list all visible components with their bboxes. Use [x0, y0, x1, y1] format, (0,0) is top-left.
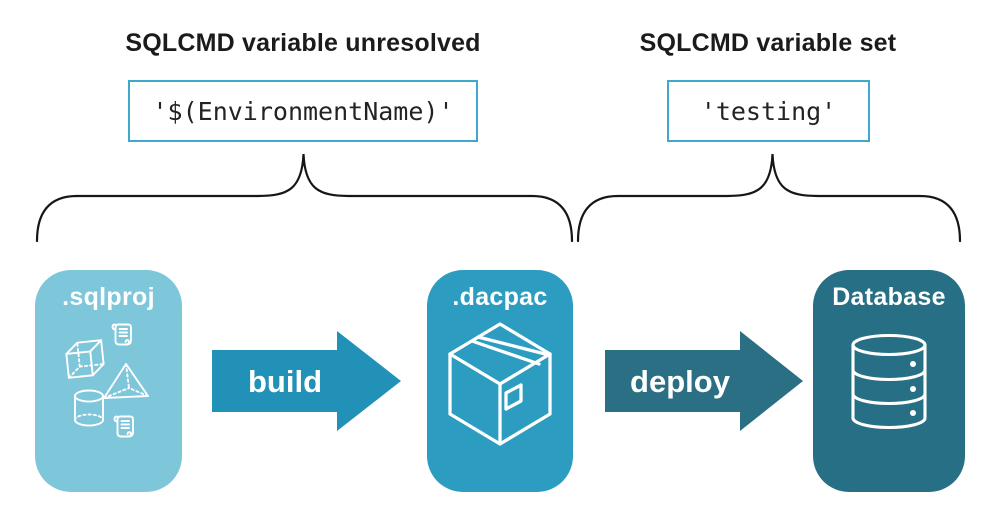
sqlproj-card: .sqlproj — [35, 270, 182, 492]
deploy-arrow — [605, 331, 803, 431]
value-box-set: 'testing' — [667, 80, 870, 142]
sqlcmd-variable-value-text: 'testing' — [700, 96, 837, 126]
sqlcmd-variable-token-text: '$(EnvironmentName)' — [152, 96, 454, 126]
cube-icon — [65, 339, 105, 379]
right-brace — [576, 153, 962, 243]
script-scroll-icon — [113, 415, 134, 438]
value-box-unresolved: '$(EnvironmentName)' — [128, 80, 478, 142]
script-scroll-icon — [111, 323, 132, 346]
heading-sqlcmd-set: SQLCMD variable set — [639, 29, 897, 57]
left-brace — [35, 153, 574, 243]
build-arrow — [212, 331, 401, 431]
cylinder-icon — [74, 389, 104, 427]
database-icon — [851, 333, 927, 430]
build-arrow-label: build — [248, 364, 322, 399]
sql-objects-icon — [65, 323, 149, 438]
pyramid-icon — [103, 363, 149, 399]
sqlproj-card-label: .sqlproj — [62, 283, 155, 311]
deploy-arrow-label: deploy — [630, 364, 731, 399]
heading-sqlcmd-unresolved: SQLCMD variable unresolved — [125, 29, 481, 57]
database-card-label: Database — [832, 283, 946, 311]
package-box-icon — [448, 322, 552, 446]
dacpac-card-label: .dacpac — [452, 283, 548, 311]
